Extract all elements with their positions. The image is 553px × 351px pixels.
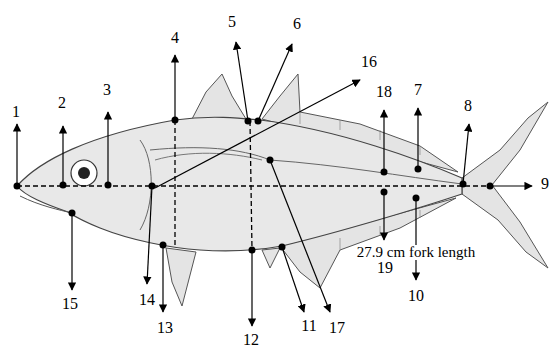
callout-number: 9: [541, 176, 549, 192]
callout-number: 8: [464, 98, 472, 114]
pelvic-fin: [166, 248, 196, 306]
landmark-dots: [14, 117, 494, 254]
pectoral-fin: [155, 153, 262, 160]
measurement-lines: [17, 120, 490, 250]
callout-number: 2: [58, 95, 66, 111]
anal-spines: [262, 248, 280, 268]
callout-number: 18: [376, 84, 392, 100]
mouth-line: [20, 196, 72, 213]
callout-number: 4: [171, 30, 179, 46]
callout-number: 19: [377, 260, 393, 276]
leader-arrows: [17, 42, 532, 326]
pupil: [78, 167, 90, 179]
callout-number: 11: [301, 318, 316, 334]
callout-number: 6: [293, 16, 301, 32]
eye: [71, 160, 97, 186]
callout-number: 3: [103, 82, 111, 98]
callout-number: 15: [62, 296, 78, 312]
callout-number: 17: [329, 320, 345, 336]
callout-number: 12: [243, 332, 259, 348]
callout-number: 5: [228, 14, 236, 30]
fish-body: [17, 117, 462, 251]
caudal-fin: [462, 102, 548, 268]
callout-number: 7: [414, 82, 422, 98]
callout-number: 1: [12, 104, 20, 120]
callout-number: 13: [157, 320, 173, 336]
callout-number: 10: [408, 288, 424, 304]
measurement-note: 27.9 cm fork length: [355, 245, 477, 260]
callout-number: 14: [139, 292, 155, 308]
first-dorsal-fin: [192, 74, 246, 119]
callout-number: 16: [361, 54, 377, 70]
fin-rays: [300, 112, 420, 250]
